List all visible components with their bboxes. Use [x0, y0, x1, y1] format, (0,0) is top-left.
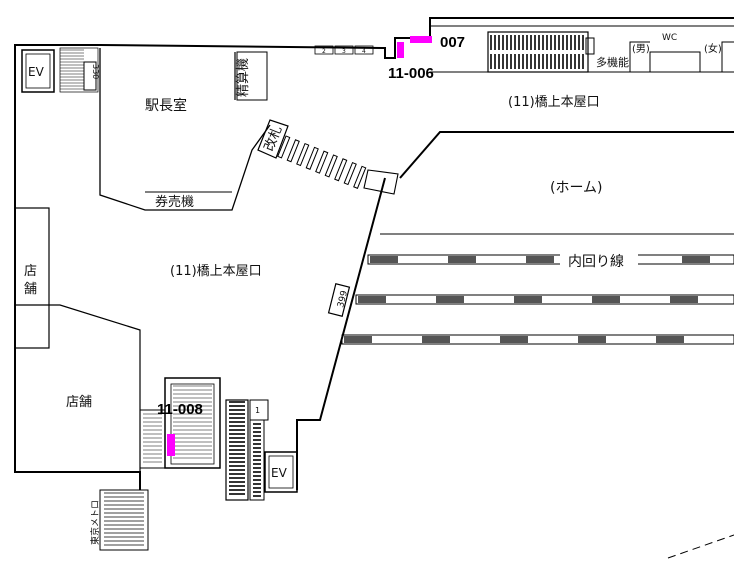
gate-lane	[277, 135, 291, 159]
track-block	[500, 336, 528, 343]
marker-11-008-label: 11-008	[157, 401, 203, 418]
pillar-399	[327, 283, 351, 317]
platform-label: (ホーム)	[550, 180, 603, 196]
gate-lane	[315, 150, 329, 174]
track-block	[514, 296, 542, 303]
track-3	[341, 334, 734, 345]
track-block	[526, 256, 554, 263]
track-1	[367, 254, 734, 265]
escalator-top-end	[585, 37, 595, 55]
track-block	[344, 336, 372, 343]
ticket-gate-end	[363, 169, 399, 195]
stairs-top-left	[59, 47, 99, 93]
track-block	[578, 336, 606, 343]
tokyo-metro-label: 東京メトロ	[89, 500, 101, 545]
uchimawari-line-label: 内回り線	[568, 254, 624, 270]
gate-lane	[286, 139, 300, 163]
wc-label: WC	[662, 33, 677, 43]
track-2	[355, 294, 734, 305]
elevator-top-label: EV	[28, 65, 45, 79]
pillar-399-label: 399	[336, 289, 350, 308]
stationmaster-office	[99, 48, 271, 211]
dashed-boundary	[667, 534, 734, 559]
gate-lane	[296, 142, 310, 167]
toilets	[629, 41, 734, 72]
escalator-lower	[225, 399, 269, 501]
exit-upper-label: (11)橋上本屋口	[508, 95, 600, 110]
track-block	[670, 296, 698, 303]
lockers	[314, 45, 374, 55]
locker-3-label: 4	[362, 48, 366, 55]
locker-1-label: 2	[322, 48, 326, 55]
shop-left-label-2: 舗	[24, 282, 37, 297]
marker-007-label: 007	[440, 34, 465, 51]
elevator-top	[21, 49, 55, 93]
track-block	[682, 256, 710, 263]
marker-007[interactable]	[410, 36, 432, 43]
ticket-machine-label: 券売機	[155, 194, 194, 210]
exit-center-label: (11)橋上本屋口	[170, 264, 262, 279]
shop-lower	[15, 304, 141, 472]
fare-adjustment-machine-label: 精算機	[236, 58, 251, 97]
gate-lane	[353, 165, 367, 189]
marker-11-008[interactable]	[167, 434, 175, 456]
shop-left-label-1: 店	[24, 264, 37, 279]
gate-lane	[334, 158, 348, 182]
multi-function-toilet-label: 多機能	[596, 55, 629, 69]
ticket-gate-booth	[257, 119, 289, 159]
fare-adjustment-machine	[236, 51, 268, 101]
outer-walls	[14, 17, 734, 490]
line-label-bg	[560, 249, 638, 269]
track-block	[448, 256, 476, 263]
track-block	[422, 336, 450, 343]
ticket-gate-label: 改札	[262, 124, 286, 154]
shop-left	[14, 207, 50, 349]
stairs-lower	[139, 377, 221, 469]
gate-lane	[324, 154, 338, 178]
locker-2-label: 3	[342, 48, 346, 55]
pillar-330	[83, 61, 97, 91]
gate-lane	[343, 161, 357, 186]
track-block	[656, 336, 684, 343]
track-block	[436, 296, 464, 303]
stair-number-label: 1	[255, 406, 260, 415]
stationmaster-office-label: 駅長室	[145, 97, 187, 114]
track-block	[592, 296, 620, 303]
elevator-bottom-label: EV	[271, 466, 288, 480]
mens-toilet-label: (男)	[632, 43, 650, 55]
marker-11-006[interactable]	[397, 42, 404, 58]
elevator-bottom	[264, 451, 298, 493]
tokyo-metro-stairs	[99, 489, 149, 551]
pillar-330-label: 330	[91, 64, 100, 79]
ticket-gate-lanes	[277, 135, 367, 189]
marker-11-006-label: 11-006	[388, 65, 434, 82]
gate-lane	[305, 146, 319, 170]
track-block	[358, 296, 386, 303]
womens-toilet-label: (女)	[704, 42, 722, 55]
shop-lower-label: 店舗	[66, 395, 92, 410]
track-block	[370, 256, 398, 263]
escalator-top	[487, 31, 589, 73]
